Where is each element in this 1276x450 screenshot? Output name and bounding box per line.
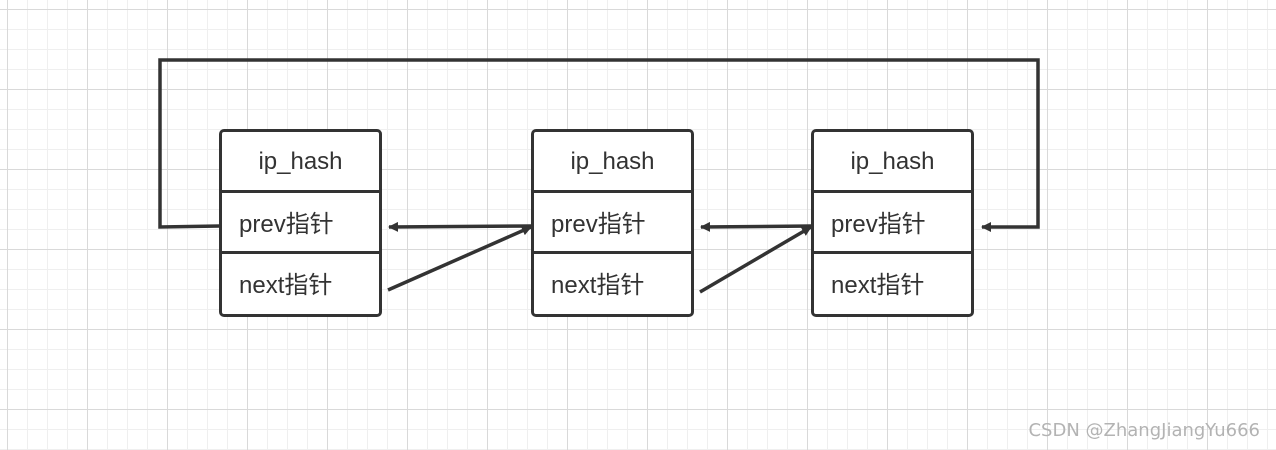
prev-pointer-field: prev指针 [222,190,379,250]
next-pointer-field: next指针 [222,251,379,311]
node-3: ip_hash prev指针 next指针 [811,129,974,317]
next-pointer-field: next指针 [814,251,971,311]
wrap-link-path [158,58,1040,232]
node-title: ip_hash [850,148,935,175]
next-arrow-node1-to-node2 [387,225,532,292]
next-pointer-field: next指针 [534,251,691,311]
prev-pointer-field: prev指针 [534,190,691,250]
prev-arrow-node3-to-node2 [700,221,813,232]
next-arrow-node2-to-node3 [699,225,812,294]
watermark: CSDN @ZhangJiangYu666 [1028,420,1260,441]
node-title: ip_hash [258,148,343,175]
node-title: ip_hash [570,148,655,175]
prev-pointer-field: prev指针 [814,190,971,250]
prev-arrow-node2-to-node1 [388,221,533,232]
node-1: ip_hash prev指针 next指针 [219,129,382,317]
node-2: ip_hash prev指针 next指针 [531,129,694,317]
